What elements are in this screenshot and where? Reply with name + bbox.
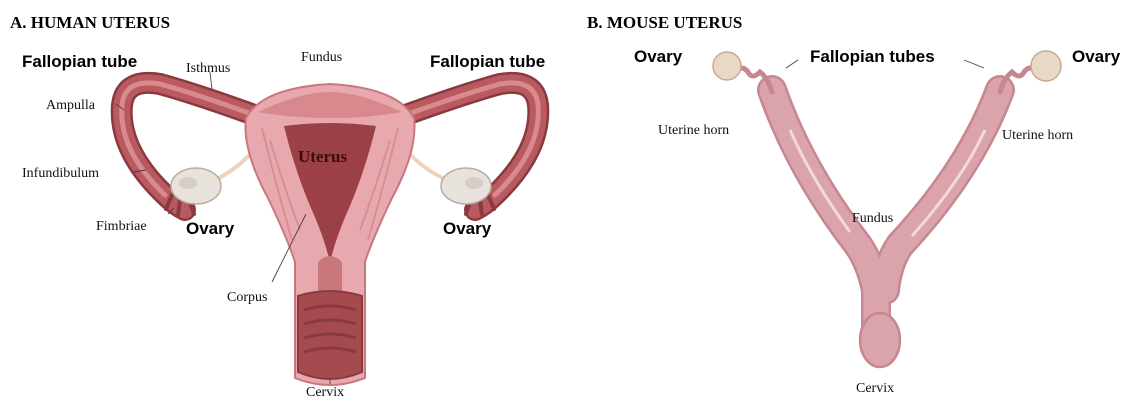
human-panel-title: A. HUMAN UTERUS	[10, 13, 170, 32]
label-fundus-human: Fundus	[301, 50, 342, 65]
label-ovary-human-right: Ovary	[443, 219, 492, 238]
mouse-uterus-panel: B. MOUSE UTERUS Ovary Fallopian tubes Ov…	[587, 13, 1121, 396]
label-fallopian-tube-left: Fallopian tube	[22, 52, 137, 71]
mouse-uterus-illustration	[713, 51, 1061, 367]
right-ovary	[441, 168, 491, 204]
label-isthmus: Isthmus	[186, 61, 230, 76]
label-ovary-mouse-left: Ovary	[634, 47, 683, 66]
mouse-right-ovary	[1031, 51, 1061, 81]
label-uterine-horn-right: Uterine horn	[1002, 128, 1073, 143]
label-ampulla: Ampulla	[46, 98, 96, 113]
label-fimbriae: Fimbriae	[96, 219, 147, 234]
left-ovary-follicle	[179, 177, 197, 189]
mouse-tube-leader-left	[786, 60, 798, 68]
label-ovary-human-left: Ovary	[186, 219, 235, 238]
right-ovary-follicle	[465, 177, 483, 189]
mouse-cervix	[860, 313, 900, 367]
label-uterus: Uterus	[298, 147, 347, 166]
label-cervix-mouse: Cervix	[856, 381, 894, 396]
label-fallopian-tube-right: Fallopian tube	[430, 52, 545, 71]
label-cervix-human: Cervix	[306, 385, 344, 397]
mouse-panel-title: B. MOUSE UTERUS	[587, 13, 742, 32]
mouse-left-ovary	[713, 52, 741, 80]
label-corpus: Corpus	[227, 290, 267, 305]
label-ovary-mouse-right: Ovary	[1072, 47, 1121, 66]
label-fundus-mouse: Fundus	[852, 211, 893, 226]
left-ovary	[171, 168, 221, 204]
label-uterine-horn-left: Uterine horn	[658, 123, 729, 138]
label-fallopian-tubes: Fallopian tubes	[810, 47, 935, 66]
label-infundibulum: Infundibulum	[22, 166, 99, 181]
human-uterus-panel: A. HUMAN UTERUS	[10, 13, 545, 397]
mouse-tube-leader-right	[964, 60, 984, 68]
